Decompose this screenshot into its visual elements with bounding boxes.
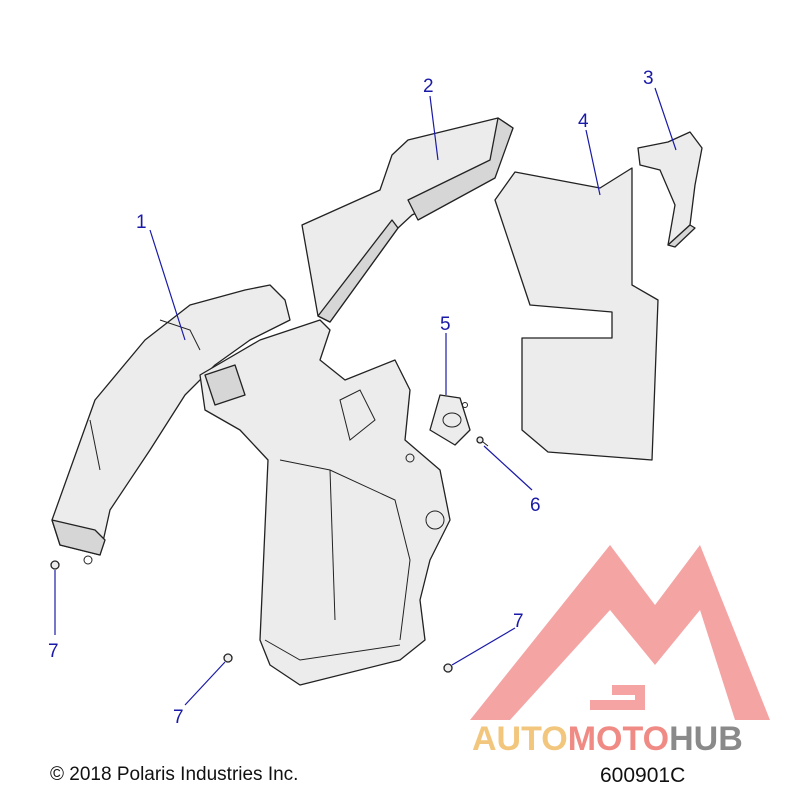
watermark-moto: MOTO	[568, 720, 669, 758]
callout-1: 1	[136, 212, 147, 233]
part-6-screw	[476, 436, 489, 447]
part-4-panel	[494, 167, 659, 461]
part-7-fastener-left	[50, 560, 60, 570]
part-3-shield	[637, 131, 703, 248]
leader-1	[149, 229, 186, 341]
watermark-logo	[470, 545, 770, 720]
callout-5: 5	[440, 314, 451, 335]
watermark-hub: HUB	[669, 720, 743, 758]
callout-4: 4	[578, 111, 589, 132]
leader-7c	[451, 627, 516, 666]
part-2-panel	[301, 117, 514, 323]
fasteners	[50, 436, 489, 673]
main-inner-fender-assembly	[199, 319, 451, 686]
part-1-fender	[51, 284, 291, 565]
callout-7-right: 7	[513, 611, 524, 632]
watermark-wordmark: AUTOMOTOHUB	[472, 720, 743, 758]
callout-7-left: 7	[48, 641, 59, 662]
leader-lines	[54, 87, 677, 706]
callout-labels: 1 2 3 4 5 6 7 7 7	[48, 68, 654, 728]
copyright-notice: © 2018 Polaris Industries Inc.	[50, 764, 298, 785]
part-7-fastener-right	[443, 663, 453, 673]
callout-6: 6	[530, 495, 541, 516]
callout-3: 3	[643, 68, 654, 89]
figure-number: 600901C	[600, 764, 685, 787]
part-7-fastener-bottom	[223, 653, 233, 663]
leader-6	[483, 445, 533, 491]
callout-2: 2	[423, 76, 434, 97]
leader-2	[429, 95, 439, 161]
watermark-auto: AUTO	[472, 720, 568, 758]
leader-7b	[184, 661, 226, 706]
part-5-plate	[429, 394, 471, 446]
leader-4	[585, 129, 601, 196]
leader-3	[654, 87, 677, 151]
callout-7-bottom: 7	[173, 707, 184, 728]
